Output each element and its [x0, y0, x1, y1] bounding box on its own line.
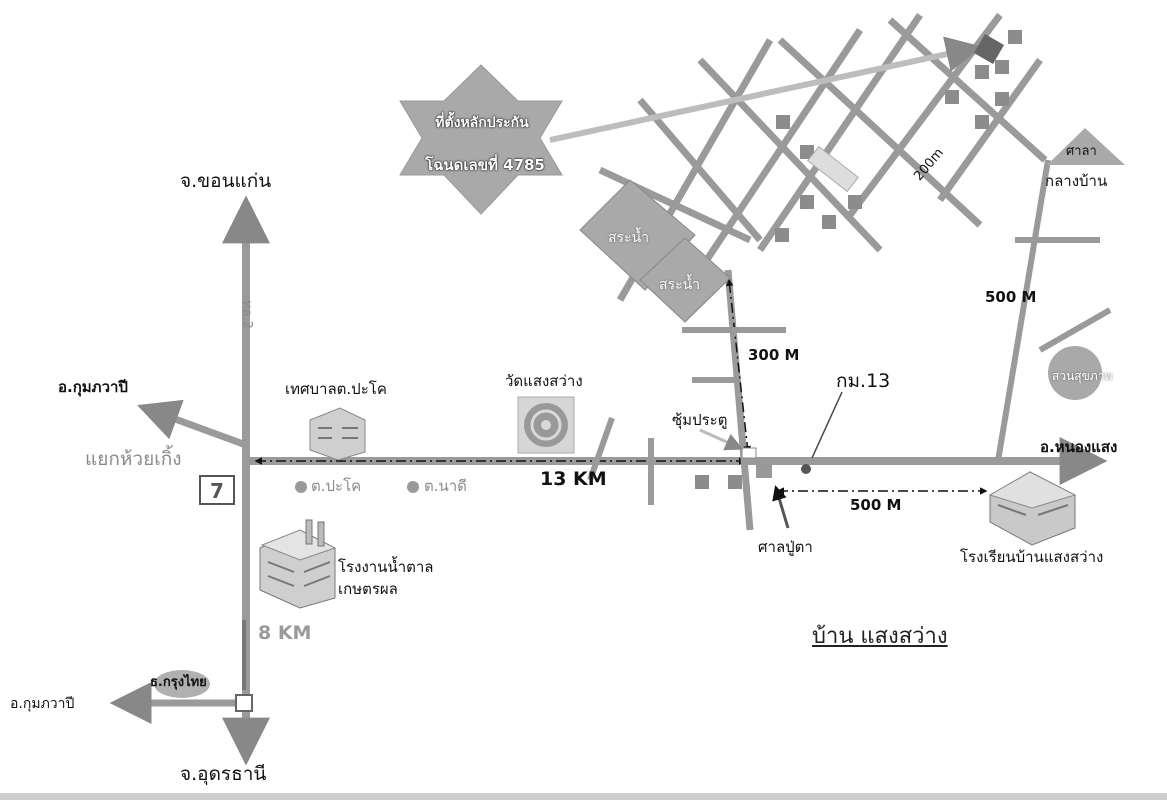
bank-label: ธ.กรุงไทย — [150, 675, 207, 690]
shrine-pointer — [772, 485, 790, 529]
east-destination-label: อ.หนองแสง — [1040, 438, 1118, 456]
village-long-building — [807, 145, 859, 193]
shrine-label: ศาลปู่ตา — [758, 538, 813, 556]
east-branch-cross-2 — [1038, 307, 1112, 353]
north-destination-label: จ.ขอนแก่น — [180, 170, 272, 192]
gate-marker — [741, 447, 757, 459]
junction-label: แยกห้วยเกิ้ง — [85, 448, 182, 470]
parcel-label-line1: ที่ตั้งหลักประกัน — [435, 115, 529, 131]
parcel-pointer-arrow — [549, 36, 983, 143]
west-upper-destination-label: อ.กุมภวาปี — [58, 378, 128, 396]
municipality-label: เทศบาลต.ปะโค — [285, 380, 387, 398]
main-road-distance-label: 13 KM — [540, 468, 607, 490]
bottom-border — [0, 793, 1167, 800]
branch-distance-line — [725, 278, 752, 454]
sala-triangle — [1047, 128, 1125, 165]
south-destination-label: จ.อุดรธานี — [180, 763, 267, 785]
km-marker-label: กม.13 — [836, 370, 891, 392]
sala-label-1: ศาลา — [1066, 144, 1097, 159]
sugar-factory-label-2: เกษตรผล — [338, 580, 398, 598]
tambon-pakho-dot — [295, 481, 307, 493]
south-road-distance-label: 8 KM — [258, 622, 312, 644]
west-road-upper — [137, 399, 248, 449]
parcel-star — [399, 64, 563, 215]
pond-1-label: สระน้ำ — [608, 230, 650, 246]
house-icons-village — [775, 30, 1022, 242]
school-building-icon — [988, 471, 1077, 546]
svg-text:7: 7 — [210, 479, 224, 503]
branch-road-north — [724, 269, 754, 531]
bank-square — [235, 694, 253, 712]
map-caption: บ้าน แสงสว่าง — [812, 624, 948, 649]
health-center-label: สวนสุขภาพ — [1052, 369, 1113, 383]
pond-2-shape — [639, 237, 731, 323]
sugar-factory-icon — [259, 519, 337, 609]
parcel-label-line2: โฉนดเลขที่ 4785 — [425, 156, 545, 174]
km-marker-dot — [801, 464, 811, 474]
bank-ellipse — [154, 670, 210, 698]
west-lower-destination-label: อ.กุมภวาปี — [10, 696, 75, 712]
highway-label: ทล.2 — [239, 300, 254, 329]
tambon-pakho-label: ต.ปะโค — [311, 477, 362, 495]
village-grid — [598, 12, 1048, 302]
school-label: โรงเรียนบ้านแสงสว่าง — [960, 548, 1104, 566]
health-park-circle — [1048, 346, 1102, 400]
municipality-building-icon — [309, 407, 366, 461]
road-tick-1 — [587, 416, 615, 482]
tambon-nadi-dot — [407, 481, 419, 493]
sala-label-2: กลางบ้าน — [1045, 172, 1108, 190]
parcel-marker — [973, 33, 1005, 65]
school-distance-label: 500 M — [850, 496, 902, 514]
east-branch-road — [995, 159, 1051, 462]
gate-label: ซุ้มประตู — [672, 411, 728, 429]
shrine-marker — [756, 462, 772, 478]
branch-north-distance-label: 300 M — [748, 346, 800, 364]
tambon-nadi-label: ต.นาดี — [424, 477, 467, 495]
sugar-factory-label-1: โรงงานน้ำตาล — [338, 558, 434, 576]
east-branch-distance-label: 500 M — [985, 288, 1037, 306]
temple-label: วัดแสงสว่าง — [505, 372, 583, 390]
house-icons-gate — [695, 475, 742, 489]
convenience-store-icon: 7 — [199, 475, 235, 505]
pond-2-label: สระน้ำ — [659, 277, 701, 293]
